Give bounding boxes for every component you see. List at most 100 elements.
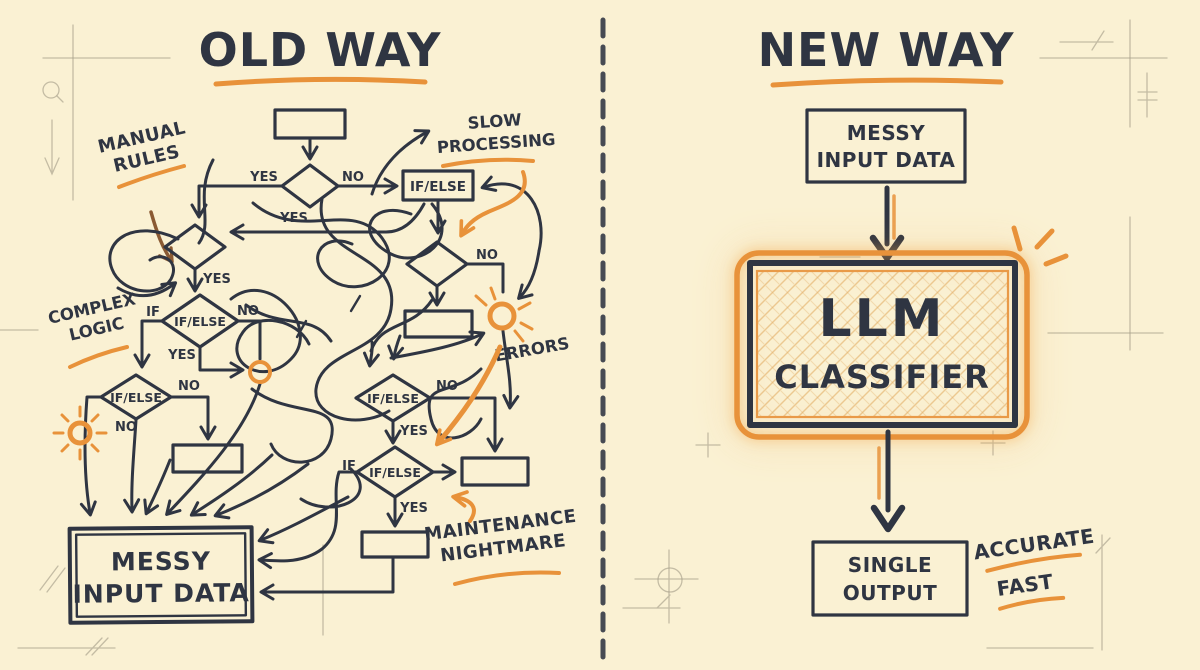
tangle-line: [251, 201, 391, 289]
orange-accents-left: [52, 170, 534, 523]
maintenance-nightmare-annotation: MAINTENANCE NIGHTMARE: [423, 506, 578, 567]
annotation-line: SLOW: [467, 110, 522, 133]
edge-label-yes: YES: [399, 501, 428, 516]
flow-box: [171, 443, 244, 474]
single-output-box: SINGLE OUTPUT: [811, 540, 969, 617]
flow-box: [460, 456, 530, 487]
new-way-underline: [770, 77, 1004, 88]
messy-box-inner: [74, 532, 248, 618]
sparkle-strokes: [1011, 225, 1069, 267]
flow-edge: [362, 340, 380, 368]
classifier-hatch-fill: [755, 269, 1010, 419]
orange-sun-ring: [67, 420, 93, 446]
if-else-box-label: IF/ELSE: [410, 179, 466, 195]
flow-box-top: [273, 108, 347, 140]
benefit-label: FAST: [995, 569, 1055, 601]
input-box-rect: [805, 108, 967, 184]
output-box-line: SINGLE: [848, 553, 932, 577]
edge-label-no: NO: [436, 379, 458, 394]
if-else-diamond: [160, 293, 240, 349]
flow-edge: [465, 262, 505, 294]
if-else-diamond: [99, 373, 173, 421]
tangle-line: [244, 303, 333, 343]
manual-rules-annotation: MANUAL RULES: [96, 117, 188, 177]
slow-processing-underline: [441, 157, 535, 168]
edge-label-no: NO: [476, 248, 498, 263]
old-way-title: OLD WAY: [199, 23, 442, 77]
benefit-fast: FAST: [995, 569, 1066, 611]
flow-edge: [389, 330, 486, 360]
maintenance-underline: [453, 570, 561, 586]
annotation-line: PROCESSING: [436, 130, 556, 157]
if-else-diamond: [355, 445, 435, 499]
arrow-input-to-classifier: [869, 185, 905, 262]
flow-edge: [259, 556, 395, 601]
faint-arrow-down: [44, 119, 60, 176]
tangle-line: [250, 387, 334, 464]
orange-errors-arrow: [434, 344, 503, 447]
faint-plus: [695, 432, 721, 458]
blueprint-decorations: [0, 19, 1168, 656]
flow-box: [403, 309, 474, 339]
if-else-diamond-label: IF/ELSE: [110, 390, 162, 405]
messy-box-line: MESSY: [111, 547, 211, 577]
complex-logic-underline: [68, 345, 129, 369]
faint-hash: [39, 565, 66, 593]
orange-ring: [248, 360, 272, 384]
faint-circle: [42, 81, 60, 99]
flow-edge: [480, 175, 543, 253]
flow-nodes: IF/ELSE IF/ELSE IF/ELSE IF/ELSE IF/ELSE: [99, 108, 530, 559]
tangle-line: [299, 467, 362, 509]
messy-box-line: INPUT DATA: [72, 578, 249, 609]
output-box-rect: [811, 540, 969, 617]
errors-ring-rays: [474, 286, 534, 343]
input-box-line: INPUT DATA: [817, 148, 956, 172]
llm-classifier-box: LLM CLASSIFIER: [734, 225, 1069, 440]
faint-line-hash: [17, 637, 116, 656]
messy-input-box: MESSY INPUT DATA: [67, 525, 255, 625]
if-else-diamond-label: IF/ELSE: [174, 314, 226, 329]
slow-processing-annotation: SLOW PROCESSING: [436, 110, 556, 157]
benefit-underline: [998, 595, 1066, 611]
new-way-panel: NEW WAY MESSY INPUT DATA LLM CLASSIFIER: [734, 23, 1096, 617]
flow-edge: [257, 470, 359, 570]
edge-label-if: IF: [342, 459, 356, 474]
faint-tick: [56, 95, 64, 103]
faint-crosshair: [622, 549, 699, 624]
flow-edge: [236, 319, 262, 361]
flow-edge: [501, 329, 520, 410]
orange-squiggle-arrow: [459, 170, 527, 238]
edge-label-yes: YES: [167, 348, 196, 363]
faint-circle: [657, 567, 683, 593]
complex-logic-annotation: COMPLEX LOGIC: [46, 289, 137, 344]
flow-edges: [79, 137, 543, 601]
if-else-diamond-label: IF/ELSE: [367, 391, 419, 406]
if-else-diamond-label: IF/ELSE: [369, 465, 421, 480]
new-way-title: NEW WAY: [758, 23, 1015, 77]
classifier-box-rect: [747, 260, 1018, 428]
decision-diamond: [405, 240, 469, 288]
input-box-line: MESSY: [847, 121, 925, 145]
sun-rays: [52, 405, 108, 461]
flow-edge: [189, 453, 274, 517]
flow-edge: [190, 184, 284, 219]
classifier-line: LLM: [818, 289, 945, 349]
flow-edge: [79, 395, 103, 517]
edge-label-yes: YES: [279, 211, 308, 226]
spiral-curl: [108, 229, 180, 293]
classifier-glow-border: [734, 250, 1030, 440]
arrow-head: [869, 234, 905, 262]
tangle-line: [229, 288, 311, 374]
orange-maintenance-arrow: [451, 490, 476, 523]
edge-label-if: IF: [146, 305, 160, 320]
edge-label-no: NO: [178, 379, 200, 394]
old-way-underline: [213, 76, 428, 87]
output-box-line: OUTPUT: [843, 581, 937, 605]
flow-edge: [213, 462, 310, 520]
benefit-underline: [985, 552, 1082, 573]
faint-line-slash: [1059, 30, 1114, 51]
spiral-arrow: [116, 281, 178, 298]
if-else-diamond: [354, 373, 432, 423]
tangle-line: [314, 197, 394, 422]
decision-diamond: [280, 163, 340, 209]
